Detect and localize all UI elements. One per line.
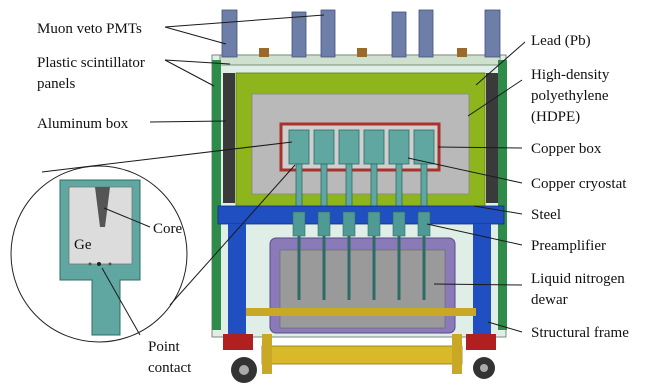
copper-cryostats <box>288 129 435 231</box>
cryostat <box>413 129 435 165</box>
label-muon-veto-pmts: Muon veto PMTs <box>37 21 142 37</box>
preamplifier <box>367 211 381 237</box>
caster-left <box>223 334 257 383</box>
detector-assembly <box>211 9 507 383</box>
right-aluminum-wall <box>486 73 498 203</box>
preamplifier <box>292 211 306 237</box>
cryostat <box>363 129 385 165</box>
frame-post <box>452 334 462 374</box>
label-hdpe-2: polyethylene <box>531 88 609 104</box>
left-aluminum-wall <box>223 73 235 203</box>
frame-post <box>262 334 272 374</box>
caster-right <box>466 334 496 379</box>
frame-bar <box>246 308 476 316</box>
label-plastic-scintillator-2: panels <box>37 76 75 92</box>
label-lead: Lead (Pb) <box>531 33 591 49</box>
label-steel: Steel <box>531 207 561 223</box>
label-aluminum-box: Aluminum box <box>37 116 129 132</box>
steel-leg-left <box>228 224 246 334</box>
label-copper-cryostat: Copper cryostat <box>531 176 627 192</box>
inset-point-contact <box>97 262 101 266</box>
label-point-contact-2: contact <box>148 360 192 376</box>
label-core: Core <box>153 221 183 237</box>
preamplifier <box>342 211 356 237</box>
lid-block <box>357 48 367 57</box>
label-hdpe-3: (HDPE) <box>531 109 580 125</box>
preamplifier <box>392 211 406 237</box>
detector-zoom-inset <box>10 165 188 343</box>
pmt <box>221 9 238 58</box>
left-scintillator-panel <box>212 60 221 330</box>
muon-veto-pmts <box>221 9 501 58</box>
label-structural-frame: Structural frame <box>531 325 629 341</box>
steel-leg-right <box>473 224 491 334</box>
leader-lines <box>101 14 526 336</box>
lid-block <box>457 48 467 57</box>
labels: Muon veto PMTs Plastic scintillator pane… <box>37 21 629 376</box>
inset-connector-top <box>41 141 293 173</box>
label-ge: Ge <box>74 237 92 253</box>
label-ln2-2: dewar <box>531 292 568 308</box>
pmt <box>418 9 434 58</box>
inset-core <box>95 187 110 227</box>
label-plastic-scintillator: Plastic scintillator <box>37 55 145 71</box>
pmt <box>291 11 307 58</box>
right-scintillator-panel <box>498 60 507 330</box>
cryostat <box>338 129 360 165</box>
label-point-contact-1: Point <box>148 339 181 355</box>
pmt <box>484 9 501 58</box>
label-preamplifier: Preamplifier <box>531 238 606 254</box>
label-copper-box: Copper box <box>531 141 602 157</box>
label-hdpe-1: High-density <box>531 67 610 83</box>
preamplifier <box>317 211 331 237</box>
lid-block <box>259 48 269 57</box>
preamplifiers <box>292 211 431 237</box>
pmt <box>320 9 336 58</box>
cryostat <box>288 129 310 165</box>
dewar-feedthroughs <box>297 236 426 300</box>
pmt <box>391 11 407 58</box>
ln2-dewar-inner <box>279 249 446 329</box>
frame-base <box>261 345 463 365</box>
inset-connector-bottom <box>169 164 296 306</box>
steel-beam <box>217 205 505 225</box>
cryostat <box>388 129 410 165</box>
label-ln2-1: Liquid nitrogen <box>531 271 625 287</box>
cryostat <box>313 129 335 165</box>
